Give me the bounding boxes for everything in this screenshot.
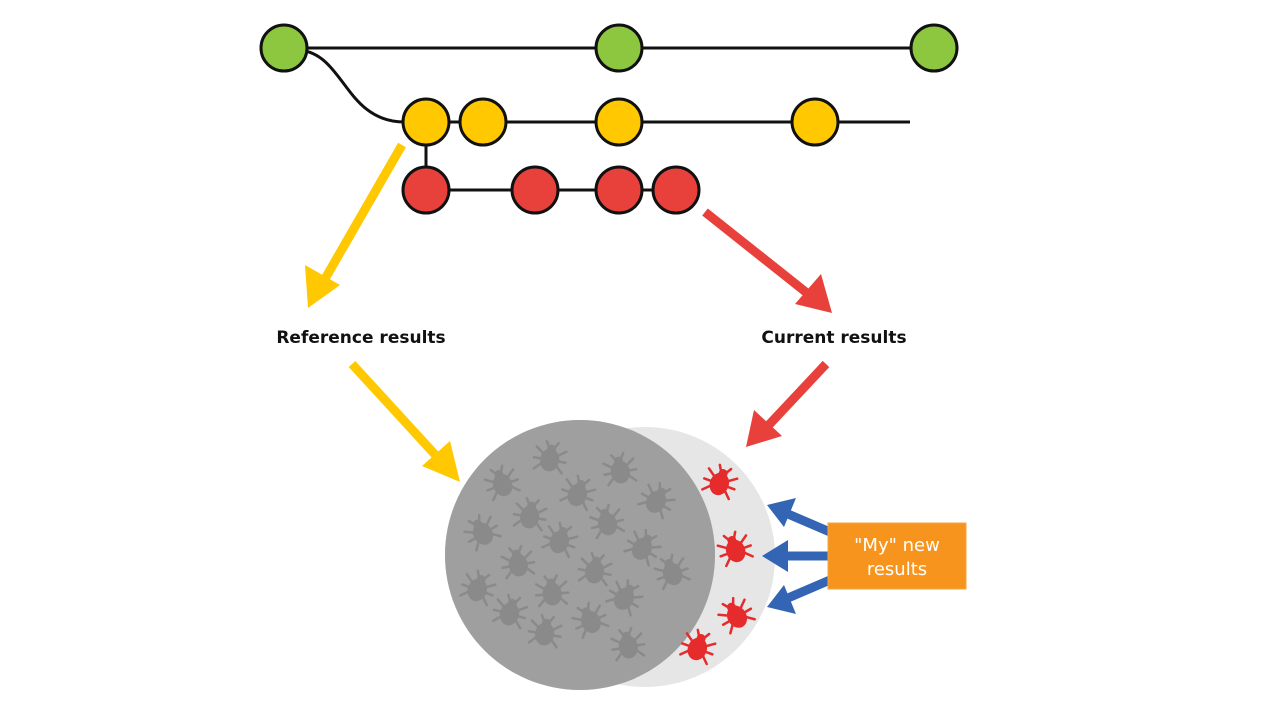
current-results-label: Current results <box>761 328 906 348</box>
blue-arrows <box>762 498 832 614</box>
red-arrow-top <box>702 208 832 313</box>
yellow-arrow-top <box>305 142 406 308</box>
yellow-arrow-bottom <box>348 360 460 482</box>
my-new-results-line2: results <box>867 559 927 580</box>
green-commit <box>909 23 959 73</box>
branch-curve <box>299 48 406 124</box>
red-commit <box>401 165 451 215</box>
red-arrow-bottom <box>746 360 830 447</box>
red-commit <box>594 165 644 215</box>
my-new-results-line1: "My" new <box>854 535 940 556</box>
red-commit <box>510 165 560 215</box>
yellow-commit <box>458 97 508 147</box>
green-commit <box>259 23 309 73</box>
yellow-commit <box>594 97 644 147</box>
reference-results-label: Reference results <box>276 328 445 348</box>
yellow-commit <box>401 97 451 147</box>
yellow-commit <box>790 97 840 147</box>
my-new-results-box: "My" new results <box>827 522 967 590</box>
green-commit <box>594 23 644 73</box>
red-commit <box>651 165 701 215</box>
